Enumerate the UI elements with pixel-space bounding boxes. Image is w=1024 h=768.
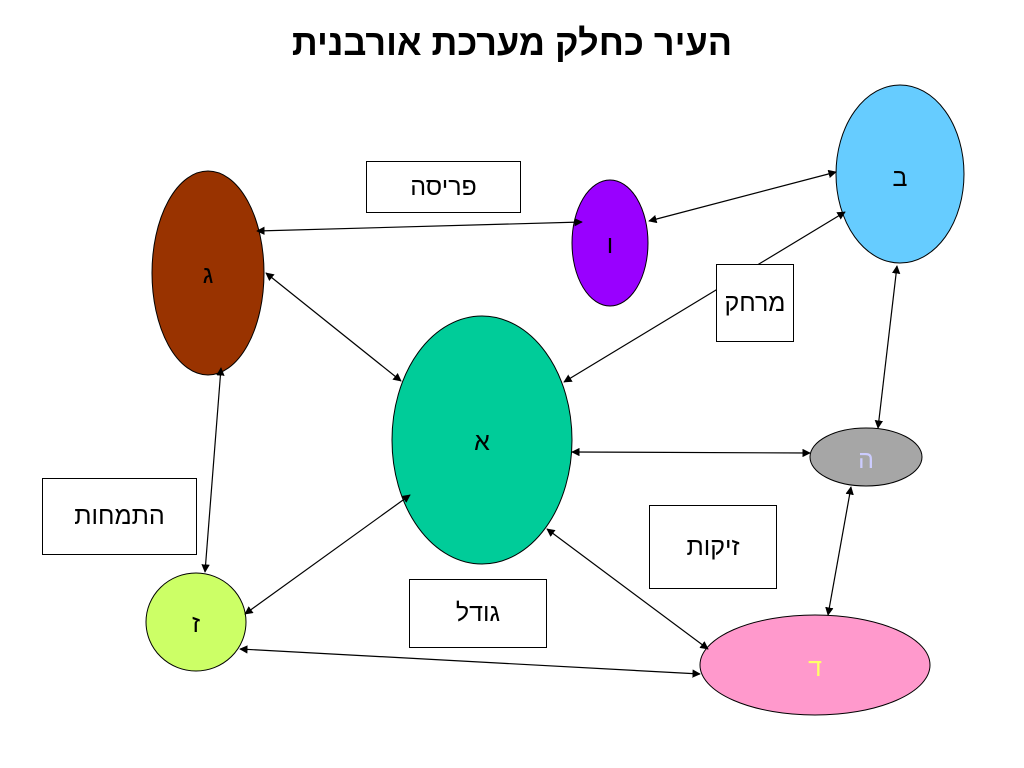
connector-v-b	[648, 169, 837, 224]
connector-g-z	[201, 367, 225, 573]
node-b-label: ב	[893, 164, 908, 192]
node-v-label: ו	[607, 231, 614, 259]
connectors	[201, 169, 901, 678]
node-g: ג	[151, 170, 265, 376]
label-size: גודל	[409, 579, 547, 648]
label-spread: פריסה	[366, 161, 521, 213]
connector-h-d	[825, 486, 854, 616]
connector-a-d	[546, 528, 709, 650]
connector-a-b	[563, 211, 846, 383]
label-development: התמחות	[42, 478, 197, 555]
node-v: ו	[571, 179, 649, 307]
connector-a-z	[244, 494, 411, 615]
node-z-shape	[145, 572, 247, 672]
connector-b-h	[874, 265, 901, 429]
node-a: א	[391, 315, 573, 565]
node-h: ה	[809, 427, 923, 487]
node-d: ד	[699, 614, 931, 716]
connector-z-d	[239, 645, 701, 678]
connector-g-v	[256, 218, 583, 235]
connector-a-h	[571, 447, 811, 458]
node-g-label: ג	[203, 261, 214, 289]
node-b: ב	[835, 84, 965, 264]
node-z: ז	[145, 572, 247, 672]
node-z-label: ז	[192, 610, 200, 638]
node-a-label: א	[474, 428, 490, 456]
label-distance: מרחק	[716, 264, 794, 342]
node-a-shape	[391, 315, 573, 565]
label-linkages: זיקות	[649, 505, 777, 589]
slide-title: העיר כחלק מערכת אורבנית	[291, 22, 733, 63]
node-d-label: ד	[808, 654, 822, 682]
node-h-label: ה	[858, 446, 874, 474]
connector-g-a	[265, 272, 402, 382]
